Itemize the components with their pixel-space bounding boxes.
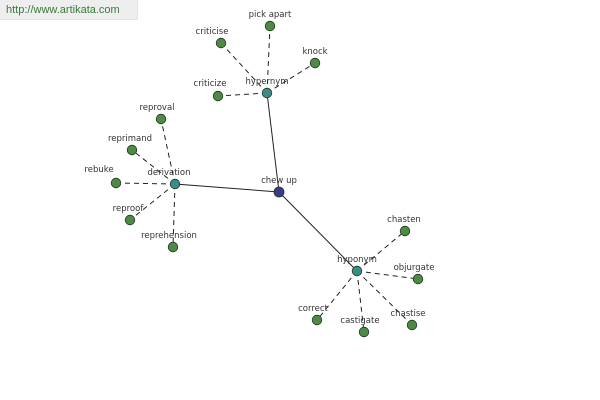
graph-edges [115,25,419,333]
edge-derivation-reproval [160,118,176,185]
edge-hypernym-knock [266,62,316,94]
site-url-banner[interactable]: http://www.artikata.com [0,0,138,20]
edge-center-derivation [174,183,280,193]
center-node[interactable] [273,186,285,198]
leaf-label-rebuke: rebuke [84,165,113,175]
leaf-label-chastise: chastise [390,309,425,319]
leaf-node-reprehension[interactable] [167,241,179,253]
leaf-label-correct: correct [298,304,328,314]
edge-hyponym-castigate [356,270,365,333]
site-url-text: http://www.artikata.com [6,4,120,16]
leaf-label-knock: knock [302,47,327,57]
edge-hypernym-pick-apart [266,25,271,94]
leaf-label-chasten: chasten [387,215,421,225]
leaf-node-knock[interactable] [309,57,321,69]
hub-label-hyponym: hyponym [337,255,377,265]
edge-hypernym-criticize [217,92,268,97]
hub-node-derivation[interactable] [169,178,181,190]
leaf-node-rebuke[interactable] [110,177,122,189]
leaf-node-correct[interactable] [311,314,323,326]
edge-derivation-reprimand [131,149,176,185]
edge-derivation-reprehension [172,183,176,248]
edge-derivation-reproof [129,183,176,221]
leaf-label-reproval: reproval [139,103,174,113]
leaf-node-castigate[interactable] [358,326,370,338]
hub-node-hyponym[interactable] [351,265,363,277]
edge-hyponym-objurgate [356,270,419,280]
edge-hypernym-criticise [220,42,268,94]
edge-hyponym-chastise [356,270,413,326]
hub-label-derivation: derivation [147,168,190,178]
graph-labels: pick apart criticise knock criticize reprova… [84,10,434,326]
edge-hyponym-correct [316,270,358,321]
leaf-node-reproof[interactable] [124,214,136,226]
leaf-label-reprimand: reprimand [108,134,152,144]
leaf-node-reproval[interactable] [155,113,167,125]
leaf-label-criticize: criticize [194,79,227,89]
edge-hyponym-chasten [356,230,406,272]
hub-label-hypernym: hypernym [245,77,288,87]
graph-nodes [110,20,424,338]
hub-node-hypernym[interactable] [261,87,273,99]
leaf-label-pick-apart: pick apart [249,10,292,20]
edge-derivation-rebuke [115,182,176,185]
center-label: chew up [261,176,297,186]
leaf-node-chasten[interactable] [399,225,411,237]
leaf-node-criticise[interactable] [215,37,227,49]
edge-center-hyponym [278,191,358,272]
leaf-node-reprimand[interactable] [126,144,138,156]
edge-center-hypernym [266,92,280,193]
leaf-node-criticize[interactable] [212,90,224,102]
leaf-node-objurgate[interactable] [412,273,424,285]
leaf-label-reproof: reproof [113,204,145,214]
leaf-label-castigate: castigate [340,316,379,326]
leaf-label-criticise: criticise [196,27,229,37]
leaf-label-objurgate: objurgate [394,263,435,273]
leaf-node-pick-apart[interactable] [264,20,276,32]
leaf-node-chastise[interactable] [406,319,418,331]
leaf-label-reprehension: reprehension [141,231,197,241]
